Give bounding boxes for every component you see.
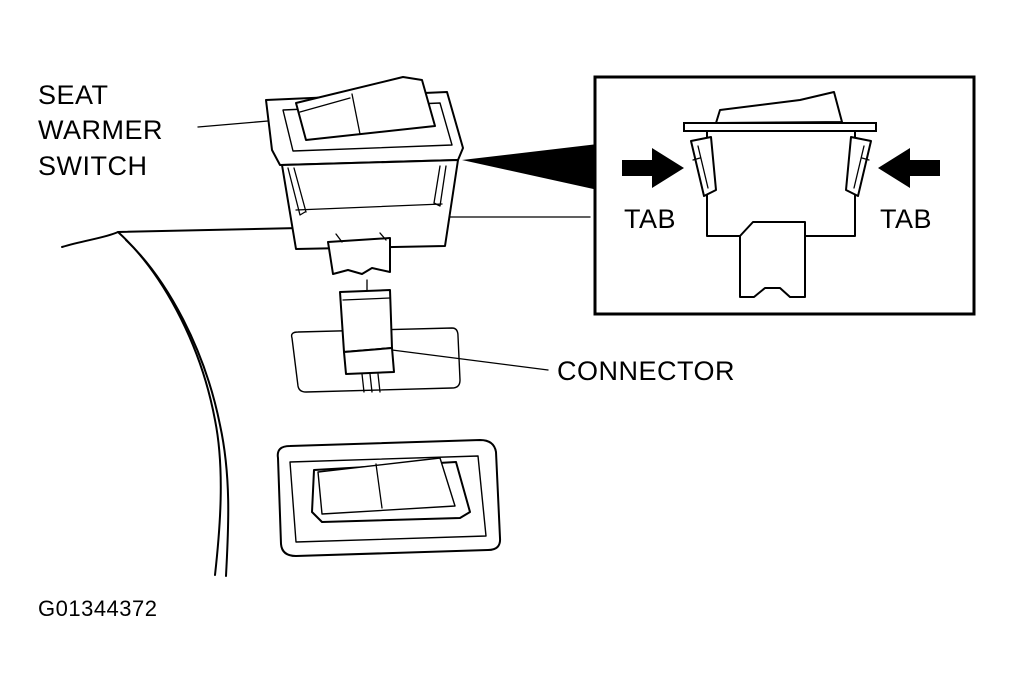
tab-arrow-icon <box>622 148 684 188</box>
connector-label: CONNECTOR <box>557 356 735 386</box>
detail-callout-pointer <box>462 144 598 190</box>
connector-leader-line <box>391 349 549 371</box>
seat-warmer-switch-label-line3: SWITCH <box>38 151 147 181</box>
tab-detail-box <box>593 75 976 316</box>
connector-icon <box>290 289 461 393</box>
tab-label-right: TAB <box>880 204 932 234</box>
dashboard-contour <box>61 216 591 577</box>
seat-warmer-switch-label-line1: SEAT <box>38 80 109 110</box>
installed-switch-icon <box>276 439 502 557</box>
switch-leader-line <box>197 120 269 128</box>
tab-arrow-icon <box>878 148 940 188</box>
seat-warmer-switch-label-line2: WARMER <box>38 115 163 145</box>
figure-id: G01344372 <box>38 596 158 621</box>
seat-warmer-switch-icon <box>265 76 464 275</box>
tab-label-left: TAB <box>624 204 676 234</box>
